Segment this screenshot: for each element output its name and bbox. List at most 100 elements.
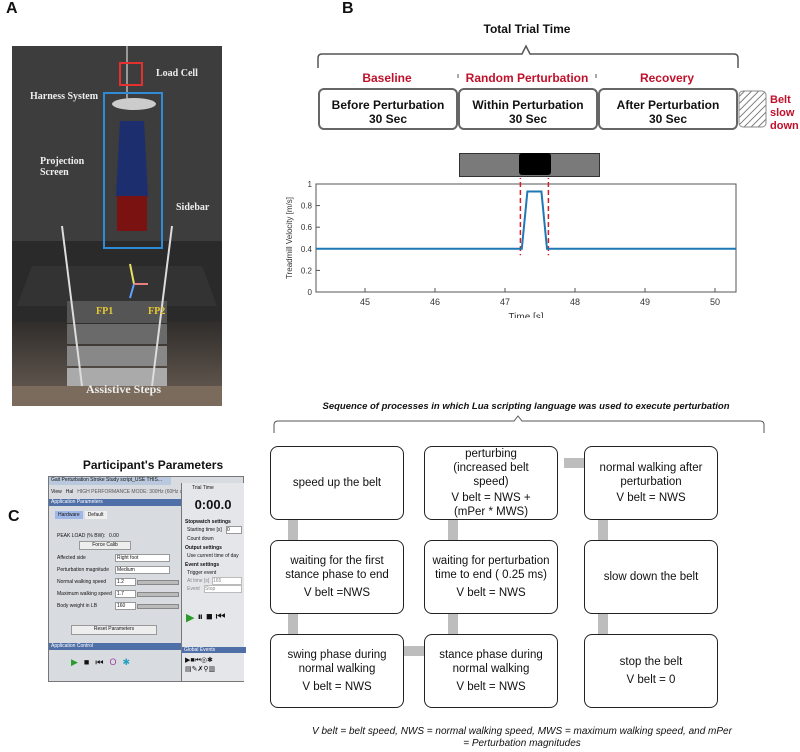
star-icon[interactable]: ✱ (122, 657, 131, 667)
assistive-steps-label: Assistive Steps (86, 382, 162, 396)
connector (448, 520, 458, 540)
menu-view[interactable]: View (51, 489, 62, 495)
app-field-label: Normal walking speed (57, 579, 107, 585)
app-field-input[interactable]: Medium (115, 566, 170, 574)
phase-box-within-line2: 30 Sec (508, 112, 548, 126)
peak-load-value: 0.00 (109, 533, 119, 539)
force-calib-button[interactable]: Force Calib (79, 541, 131, 550)
phase-box-within-line1: Within Perturbation (472, 98, 584, 112)
x-tick-label: 48 (570, 297, 580, 307)
y-axis-label: Treadmill Velocity [m/s] (285, 197, 294, 279)
step-formula: V belt = NWS + (mPer * MWS) (451, 492, 531, 518)
step-formula: V belt = NWS (302, 681, 372, 693)
starting-input[interactable]: 0 (226, 526, 242, 534)
connector (598, 520, 608, 540)
panel-a-letter: A (6, 0, 18, 17)
app-field-input[interactable]: 1.7 (115, 590, 136, 598)
y-tick-label: 1 (308, 180, 313, 189)
event-select[interactable]: Stop (204, 585, 242, 593)
step-text: slow down the belt (603, 571, 699, 583)
app-field-slider[interactable] (137, 580, 179, 585)
y-tick-label: 0.2 (301, 266, 313, 275)
at-time-label: At time [s] (187, 578, 210, 584)
belt-slow-down: Belt slow down (770, 94, 799, 132)
phase-box-after-line2: 30 Sec (648, 112, 688, 126)
app-field-slider[interactable] (137, 592, 179, 597)
use-current-checkbox[interactable]: Use current time of day (187, 553, 239, 559)
x-tick-label: 47 (500, 297, 510, 307)
app-menu: View Hal HIGH PERFORMANCE MODE: 300Hz (6… (51, 489, 196, 495)
app-field-row: Normal walking speed 1.2 (57, 577, 181, 587)
loop-icon[interactable]: O (109, 657, 117, 667)
belt-hatch (738, 90, 767, 128)
timer-play-icon[interactable]: ▶ (186, 612, 195, 624)
menu-mode: HIGH PERFORMANCE MODE: 300Hz (60Hz scree… (77, 489, 197, 495)
fp1-label: FP1 (96, 306, 114, 317)
phase-box-before-line2: 30 Sec (368, 112, 408, 126)
x-axis-label: Time [s] (508, 312, 543, 318)
connector (404, 646, 424, 656)
step-formula: V belt = NWS (456, 681, 526, 693)
step-text: normal walking after perturbation (599, 462, 703, 488)
step-wait-stance: waiting for the first stance phase to en… (270, 540, 404, 614)
y-tick-label: 0 (308, 288, 313, 297)
step-formula: V belt = 0 (626, 674, 676, 686)
timer-title: Trial Time (192, 485, 214, 491)
timer-stop-icon[interactable]: ■ (205, 611, 213, 623)
step-stop-belt: stop the belt V belt = 0 (584, 634, 718, 708)
ge-tools-icon[interactable]: ▤✎✗⚲▥ (185, 666, 216, 673)
global-events-header: Global Events (182, 647, 246, 653)
total-trial-time: Total Trial Time (483, 22, 571, 36)
projection-label: Projection Screen (40, 156, 85, 178)
countdown-checkbox[interactable]: Count down (187, 536, 214, 542)
y-tick-label: 0.4 (301, 245, 313, 254)
play-icon[interactable]: ▶ (71, 657, 78, 667)
phase-box-before: Before Perturbation 30 Sec (318, 88, 458, 130)
connector (288, 614, 298, 634)
stop-icon[interactable]: ■ (83, 657, 90, 667)
sequence-bracket (273, 415, 765, 433)
app-tabs: Hardware Default (55, 511, 107, 519)
y-tick-label: 0.6 (301, 223, 313, 232)
tab-default[interactable]: Default (84, 511, 107, 519)
menu-hal[interactable]: Hal (65, 489, 74, 495)
app-params-header: Application Parameters (49, 499, 181, 506)
participant-parameters-title: Participant's Parameters (82, 458, 224, 472)
connector (448, 614, 458, 634)
phase-head-baseline: Baseline (362, 71, 412, 85)
app-field-input[interactable]: 160 (115, 602, 136, 610)
event-settings-label: Event settings (185, 562, 220, 568)
peak-load-label: PEAK LOAD (% BW): (57, 533, 106, 539)
rewind-icon[interactable]: ⏮ (95, 657, 104, 667)
sequence-title: Sequence of processes in which Lua scrip… (322, 401, 730, 412)
timer-rewind-icon[interactable]: ⏮ (215, 611, 226, 623)
trigger-checkbox[interactable]: Trigger event (187, 570, 217, 576)
reset-parameters-button[interactable]: Reset Parameters (71, 625, 157, 635)
footnote: V belt = belt speed, NWS = normal walkin… (312, 726, 732, 749)
app-field-input[interactable]: Right foot (115, 554, 170, 562)
stopwatch-label: Stopwatch settings (185, 519, 231, 525)
app-field-slider[interactable] (137, 604, 179, 609)
timer-pause-icon[interactable]: ⏸ (197, 611, 203, 623)
step-formula: V belt = NWS (456, 587, 526, 599)
treadmill-photo-drawing (12, 46, 222, 406)
step-formula: V belt = NWS (616, 492, 686, 504)
app-window: Gait Perturbation Stroke Study script_US… (48, 476, 246, 682)
app-control-buttons: ▶ ■ ⏮ O ✱ (71, 657, 130, 668)
x-tick-label: 49 (640, 297, 650, 307)
step-text: speed up the belt (292, 477, 382, 489)
step-slow-down: slow down the belt (584, 540, 718, 614)
step-speed-up: speed up the belt (270, 446, 404, 520)
timer-window: Trial Time 0:00.0 Stopwatch settings Sta… (181, 483, 246, 681)
timer-value: 0:00.0 (194, 497, 232, 512)
tab-hardware[interactable]: Hardware (55, 511, 83, 519)
x-tick-label: 50 (710, 297, 720, 307)
phase-box-within: Within Perturbation 30 Sec (458, 88, 598, 130)
panel-b-letter: B (342, 0, 354, 17)
app-field-input[interactable]: 1.2 (115, 578, 136, 586)
at-time-input[interactable]: 165 (212, 577, 242, 585)
step-swing-phase: swing phase during normal walking V belt… (270, 634, 404, 708)
ge-play-icon[interactable]: ▶■⏮◎✱ (185, 657, 213, 664)
